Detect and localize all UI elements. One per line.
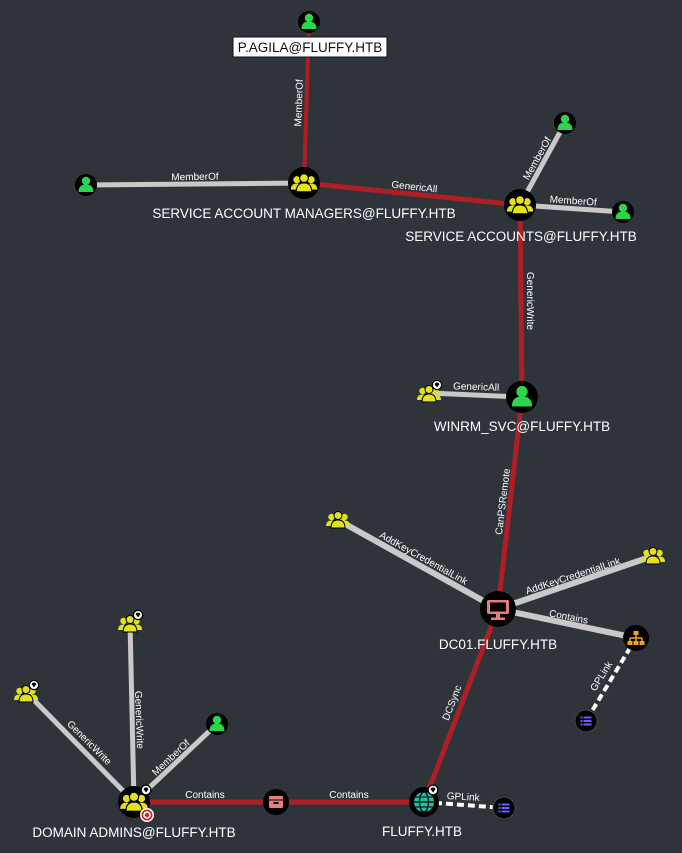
edge-label-container-da: Contains (185, 790, 224, 801)
node-domain-admins[interactable] (118, 784, 154, 822)
edge-label-sa-winrm: GenericWrite (524, 272, 535, 331)
edge-label-pagila-sam: MemberOf (293, 79, 306, 127)
node-ou[interactable] (623, 625, 649, 651)
node-gpo-ou[interactable] (574, 709, 598, 733)
edge-label-grp-winrm: GenericAll (453, 381, 499, 394)
edge-sam-sa[interactable] (303, 180, 521, 208)
label-fluffy-domain: FLUFFY.HTB (382, 824, 462, 839)
node-group-dc01-left[interactable] (325, 511, 351, 529)
node-service-account-managers[interactable] (288, 167, 320, 199)
high-value-icon (132, 609, 144, 621)
node-winrm-svc[interactable] (506, 381, 538, 413)
box-icon (269, 796, 283, 808)
edge-label-user-sa-right: MemberOf (549, 194, 597, 208)
label-dc01: DC01.FLUFFY.HTB (439, 637, 557, 652)
high-value-icon (28, 679, 40, 691)
list-icon (580, 716, 592, 726)
node-group-da-top[interactable] (117, 609, 144, 633)
node-dc01[interactable] (480, 591, 516, 627)
node-service-accounts[interactable] (504, 189, 536, 221)
edge-label-fluffy-container: Contains (329, 790, 368, 801)
node-user-left[interactable] (75, 174, 97, 196)
edge-label-fluffy-gpo: GPLink (446, 791, 480, 804)
label-service-account-managers: SERVICE ACCOUNT MANAGERS@FLUFFY.HTB (152, 206, 455, 221)
computer-icon (487, 600, 509, 620)
nodes-layer (13, 11, 666, 822)
edge-sa-winrm[interactable] (517, 204, 525, 398)
node-group-da-left[interactable] (13, 679, 40, 703)
list-icon (498, 803, 510, 813)
node-user-da[interactable] (206, 713, 228, 735)
label-service-accounts: SERVICE ACCOUNTS@FLUFFY.HTB (405, 229, 637, 244)
edge-label-sam-sa: GenericAll (391, 180, 438, 196)
node-user-sa-right[interactable] (612, 201, 634, 223)
high-value-icon (427, 784, 439, 796)
node-gpo-domain[interactable] (492, 796, 516, 820)
edge-grp-dc01-left[interactable] (336, 517, 500, 612)
edge-label-grp-dc01-right: AddKeyCredentialLink (524, 556, 622, 597)
org-unit-icon (627, 631, 645, 645)
high-value-icon (140, 784, 152, 796)
node-container[interactable] (263, 789, 289, 815)
edge-user-sam[interactable] (85, 180, 305, 188)
edge-grp-da-left[interactable] (24, 690, 136, 804)
node-labels: P.AGILA@FLUFFY.HTB SERVICE ACCOUNT MANAG… (32, 36, 637, 840)
edge-grp-dc01-right[interactable] (497, 553, 654, 612)
globe-icon (414, 791, 434, 813)
edge-label-user-sam: MemberOf (171, 172, 219, 184)
edge-ou-gpo[interactable] (584, 636, 638, 723)
label-winrm-svc: WINRM_SVC@FLUFFY.HTB (434, 419, 610, 434)
edge-dc01-ou[interactable] (497, 606, 637, 641)
edge-winrm-dc01[interactable] (495, 396, 525, 610)
edge-label-grp-dc01-left: AddKeyCredentialLink (377, 530, 470, 588)
edge-label-grp-da-left: GenericWrite (64, 719, 113, 768)
selected-label-box (232, 36, 388, 58)
high-value-icon (431, 379, 443, 391)
label-domain-admins: DOMAIN ADMINS@FLUFFY.HTB (32, 825, 235, 840)
node-user-sa-top[interactable] (554, 112, 576, 134)
group-icon (325, 511, 351, 529)
edge-label-grp-da-top: GenericWrite (132, 691, 145, 750)
node-pagila[interactable] (298, 11, 320, 33)
target-icon (140, 808, 154, 822)
edge-dc01-fluffy[interactable] (421, 608, 501, 803)
label-pagila: P.AGILA@FLUFFY.HTB (238, 40, 383, 55)
edge-label-user-da: MemberOf (150, 738, 192, 778)
edges-layer (24, 21, 654, 810)
edge-user-sa-right[interactable] (519, 202, 624, 215)
edge-grp-da-top[interactable] (127, 621, 137, 803)
node-fluffy-domain[interactable] (409, 784, 439, 817)
node-group-winrm[interactable] (416, 379, 443, 403)
